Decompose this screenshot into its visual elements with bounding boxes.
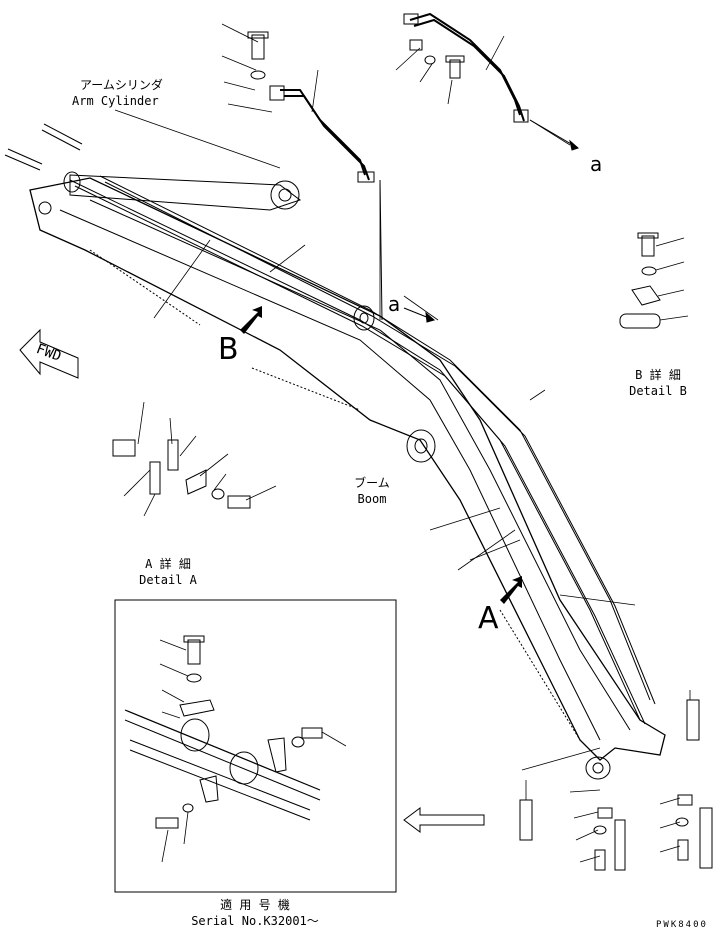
fasteners (113, 32, 712, 870)
hollow-left-arrow-icon (404, 808, 484, 832)
serial-label-en: Serial No.K32001～ (191, 914, 319, 928)
boom-structure (5, 124, 665, 779)
drawing-code: PWK8400 (656, 920, 708, 930)
boom-label-jp: ブーム (354, 476, 390, 490)
arrows (20, 120, 578, 832)
callout-b: B (218, 332, 239, 367)
serial-label-jp: 適 用 号 機 (220, 898, 290, 912)
ref-a-top: a (590, 152, 603, 176)
boom-label-en: Boom (357, 492, 387, 506)
detail-b-label-jp: B 詳 細 (635, 368, 681, 382)
arm-cylinder-label-en: Arm Cylinder (72, 94, 159, 108)
leader-lines (115, 24, 690, 862)
top-pipe-assembly (270, 14, 528, 320)
detail-a-inset (115, 600, 396, 892)
detail-b-label-en: Detail B (629, 384, 687, 398)
detail-a-label-jp: A 詳 細 (145, 557, 191, 571)
callout-a: A (478, 601, 499, 636)
arm-cylinder-label-jp: アームシリンダ (80, 78, 163, 92)
ref-a-mid: a (388, 292, 401, 316)
forward-arrow-icon (20, 330, 78, 378)
detail-a-label-en: Detail A (139, 573, 197, 587)
